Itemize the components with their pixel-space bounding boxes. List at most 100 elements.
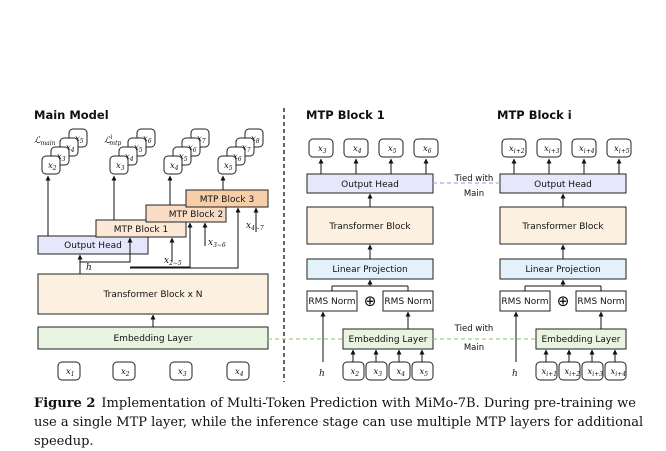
caption-label: Figure 2 xyxy=(34,396,96,411)
svg-text:x2: x2 xyxy=(48,161,57,172)
mtp1-input-token-1: x3 xyxy=(365,361,388,381)
svg-text:xi+5: xi+5 xyxy=(614,144,630,155)
main-mtp-block-2-label: MTP Block 2 xyxy=(169,210,223,220)
main-h-label: h xyxy=(86,263,92,273)
mtpi-input-token-1: xi+2 xyxy=(558,361,581,381)
svg-text:x8: x8 xyxy=(251,134,260,145)
main-arrow-h-mtp3 xyxy=(130,207,241,269)
svg-text:x5: x5 xyxy=(134,143,143,154)
main-arrow-h-mtp2 xyxy=(130,222,193,268)
mtpi-output-token-2: xi+4 xyxy=(571,138,597,158)
svg-text:x5: x5 xyxy=(75,134,84,145)
mtpi-input-token-3: xi+4 xyxy=(604,361,627,381)
mtp1-output-token-0: x3 xyxy=(308,138,334,158)
mtpi-rms-left-label: RMS Norm xyxy=(501,297,548,307)
svg-text:x4: x4 xyxy=(397,367,406,378)
svg-text:x3: x3 xyxy=(57,152,66,163)
svg-text:x2: x2 xyxy=(121,367,130,378)
mtp1-input-token-2: x4 xyxy=(388,361,411,381)
main-input-token-3: x4 xyxy=(226,361,250,381)
loss-main: ℒmain xyxy=(34,136,56,147)
svg-text:x1: x1 xyxy=(66,367,75,378)
svg-text:x6: x6 xyxy=(143,134,152,145)
mtpi-transformer-label: Transformer Block xyxy=(521,222,604,232)
mtp1-input-token-0: x2 xyxy=(342,361,365,381)
mtp1-output-head-label: Output Head xyxy=(341,180,399,190)
mtp1-stack-token-0: x3 xyxy=(109,155,129,175)
mtpi-input-token-2: xi+3 xyxy=(581,361,604,381)
mtp1-transformer-label: Transformer Block xyxy=(328,222,411,232)
main-arrow-h-mtp1 xyxy=(80,237,133,263)
main-range-3-6: x3∼6 xyxy=(208,238,226,249)
mtp1-h-label: h xyxy=(319,369,325,379)
tied-top-line1: Tied with xyxy=(454,174,494,184)
mtpi-embedding-label: Embedding Layer xyxy=(541,335,620,345)
mtp1-embedding-label: Embedding Layer xyxy=(348,335,427,345)
mtp1-linear-label: Linear Projection xyxy=(332,265,407,275)
mtpi-plus-icon: ⊕ xyxy=(557,292,570,310)
main-transformer-label: Transformer Block x N xyxy=(103,290,203,300)
mtpi-output-head-label: Output Head xyxy=(534,180,592,190)
mtpi-input-token-0: xi+1 xyxy=(535,361,558,381)
main-range-2-5: x2∼5 xyxy=(164,256,182,267)
mtpi-embedding-layer xyxy=(535,328,627,350)
mtpi-output-token-3: xi+5 xyxy=(606,138,632,158)
main-transformer-block xyxy=(37,273,269,315)
mtpi-h-label: h xyxy=(512,369,518,379)
main-mtp-block-3-label: MTP Block 3 xyxy=(200,195,254,205)
mtp1-rms-right-label: RMS Norm xyxy=(384,297,431,307)
svg-text:x4: x4 xyxy=(125,152,134,163)
svg-text:x5: x5 xyxy=(179,152,188,163)
main-stack-token-0: x2 xyxy=(41,155,61,175)
svg-text:x2: x2 xyxy=(351,367,360,378)
svg-text:x3: x3 xyxy=(116,161,125,172)
svg-text:xi+3: xi+3 xyxy=(588,367,604,378)
svg-text:x3: x3 xyxy=(374,367,383,378)
svg-text:x7: x7 xyxy=(197,134,206,145)
mtp1-linear-projection xyxy=(306,258,434,280)
mtp1-input-token-3: x5 xyxy=(411,361,434,381)
main-output-head-label: Output Head xyxy=(64,241,122,251)
main-output-head xyxy=(37,235,149,255)
mtp1-output-token-1: x4 xyxy=(343,138,369,158)
svg-text:xi+2: xi+2 xyxy=(565,367,581,378)
svg-text:x6: x6 xyxy=(423,144,432,155)
svg-text:xi+3: xi+3 xyxy=(544,144,560,155)
main-input-tokens: x1 x2 x3 x4 xyxy=(57,361,250,381)
mtpi-transformer-block xyxy=(499,206,627,245)
mtp3-stack-token-0: x5 xyxy=(217,155,237,175)
mtp2-stack-token-0: x4 xyxy=(163,155,183,175)
svg-text:x6: x6 xyxy=(188,143,197,154)
mtp1-rms-left-label: RMS Norm xyxy=(308,297,355,307)
svg-text:x4: x4 xyxy=(235,367,244,378)
mtp1-output-token-2: x5 xyxy=(378,138,404,158)
svg-text:xi+1: xi+1 xyxy=(542,367,558,378)
svg-text:x5: x5 xyxy=(388,144,397,155)
svg-text:x7: x7 xyxy=(242,143,251,154)
caption-text: Implementation of Multi-Token Prediction… xyxy=(34,396,644,449)
main-range-4-7: x4∼7 xyxy=(246,221,264,232)
tied-bottom-line1: Tied with xyxy=(454,324,494,334)
main-model-title: Main Model xyxy=(34,108,109,122)
tied-top-line2: Main xyxy=(464,189,484,199)
svg-text:x3: x3 xyxy=(178,367,187,378)
mtp1-transformer-block xyxy=(306,206,434,245)
svg-text:x4: x4 xyxy=(66,143,75,154)
svg-text:x4: x4 xyxy=(353,144,362,155)
main-mtp-block-1-label: MTP Block 1 xyxy=(114,225,168,235)
svg-text:x4: x4 xyxy=(170,161,179,172)
svg-text:x6: x6 xyxy=(233,152,242,163)
svg-text:xi+2: xi+2 xyxy=(509,144,525,155)
mtp1-output-token-3: x6 xyxy=(413,138,439,158)
svg-text:x3: x3 xyxy=(318,144,327,155)
main-input-token-0: x1 xyxy=(57,361,81,381)
tied-bottom-line2: Main xyxy=(464,343,484,353)
svg-text:x5: x5 xyxy=(420,367,429,378)
